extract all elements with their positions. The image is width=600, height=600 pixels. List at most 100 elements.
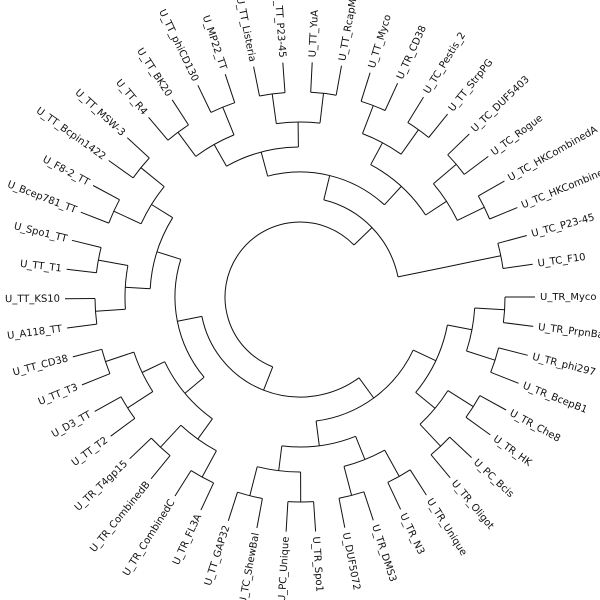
clade-arc [257,466,301,473]
branch [428,113,448,138]
branch [353,227,373,246]
branch [125,286,151,290]
branch [433,163,457,185]
branch [370,142,383,165]
branch [263,366,274,391]
leaf-label: U_TT_phiCD130 [156,8,200,84]
branch [156,251,181,260]
branch [148,116,169,141]
branch [108,160,134,179]
leaf-label: U_TC_P23-45 [530,212,596,240]
branch [197,418,213,440]
branch [81,373,111,386]
leaf-label: U_TR_T4gp15 [73,459,130,514]
branch [343,466,353,496]
tree-branches [64,62,535,532]
leaf-label: U_TT_RcapMu [337,0,360,62]
branch [92,185,120,201]
branch [160,424,182,448]
branch [201,450,217,478]
clade-arc [149,217,174,289]
branch [177,132,197,157]
leaf-label: U_D3_TT [50,409,94,440]
clade-arc [477,195,491,220]
clade-arc [502,296,506,323]
branch [397,271,423,278]
branch [412,349,437,362]
branch [457,206,485,221]
leaf-label: U_Spo1_TT [13,221,69,245]
clade-arc [259,92,286,97]
leaf-label: U_TT_T1 [19,259,62,275]
branch [151,204,173,219]
branch [271,93,277,124]
branch [498,347,528,356]
leaf-label: U_TR_Spo1 [310,536,325,592]
leaf-label: U_DUF5072 [340,532,362,592]
branch [110,417,136,437]
branch [400,129,419,155]
clade-arc [167,124,189,141]
clade-arc [124,265,129,310]
branch [335,65,342,96]
branch [171,99,189,126]
leaf-label: U_TR_PrpnBa [537,322,600,341]
leaf-label: U_TC_Rogue [489,113,545,158]
leaf-label: U_TR_HK [491,434,534,469]
branch [285,501,289,532]
branch [278,445,283,471]
branch [478,180,505,197]
leaf-label: U_TR_CD38 [395,24,429,81]
leaf-label: U_TC_ShewBal [238,532,262,600]
branch [503,322,534,327]
branch [489,207,518,220]
leaf-label: U_TC_F10 [537,252,586,270]
clade-arc [224,221,355,368]
branch [466,350,496,361]
branch [363,491,374,521]
clade-arc [490,347,500,373]
clade-arc [370,164,427,216]
clade-arc [190,470,214,484]
branch [384,449,400,477]
leaf-label: U_TR_BcepB1 [521,381,589,416]
leaf-label: U_TT_KS10 [5,294,60,305]
branch [98,259,128,266]
leaf-label: U_TT_R4 [113,78,149,118]
branch [184,376,205,394]
branch [419,423,441,447]
leaf-label: U_TR_Myco [540,292,597,303]
clade-arc [195,134,235,157]
branch [95,308,126,312]
leaf-label: U_A118_TT [7,324,64,342]
branch [141,361,165,373]
branch [129,437,152,460]
clade-arc [140,186,165,225]
branch [282,62,286,93]
clade-arc [276,121,321,125]
clade-arc [323,199,399,278]
branch [310,62,313,93]
branch [474,307,505,311]
branch [358,377,375,399]
branch [471,255,501,263]
leaf-label: U_TT_Listeria [234,0,258,63]
leaf-label: U_TR_N3 [397,512,426,557]
leaf-label: U_F8-2_TT [41,154,92,189]
branch [362,105,374,134]
leaf-label: U_TR_Che8 [508,408,563,445]
leaf-label: U_TT_T2 [70,435,110,469]
branch [127,391,154,409]
leaf-label: U_TT_GAP32 [203,524,233,587]
clade-arc [150,437,171,456]
branch [319,93,324,124]
clade-arc [419,390,449,425]
branch [479,395,507,411]
branch [384,186,402,206]
branch [447,324,472,331]
branch [360,72,371,102]
branch [415,392,436,409]
branch [313,501,317,532]
branch [446,261,472,268]
